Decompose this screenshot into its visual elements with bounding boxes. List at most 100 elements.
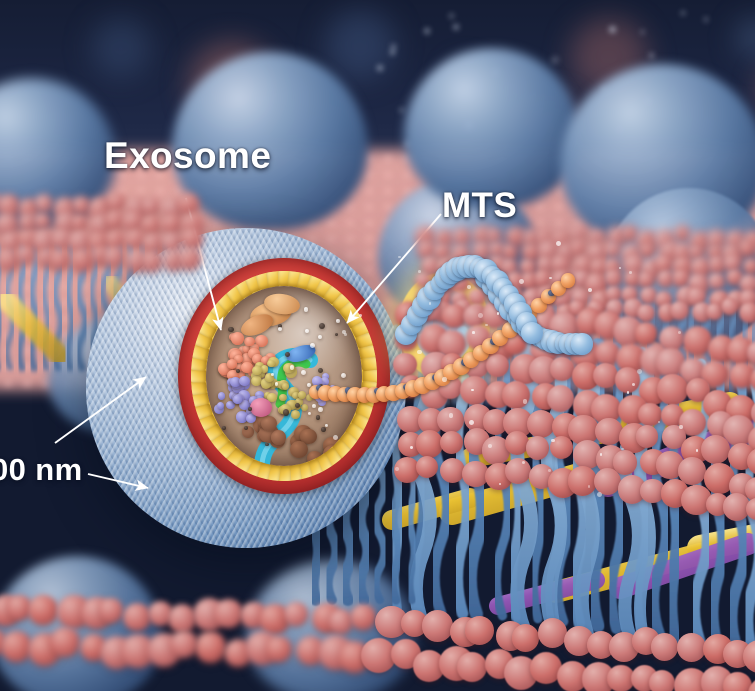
exosome-cargo-particle — [304, 328, 310, 334]
phospholipid-head — [595, 417, 623, 446]
exosome-cargo-particle — [285, 352, 291, 358]
phospholipid-head — [526, 410, 556, 439]
phospholipid-head — [350, 603, 377, 630]
exosome-yellow-head-ring — [191, 271, 377, 481]
exosome-cargo-particle — [318, 322, 326, 330]
phospholipid-head — [587, 242, 607, 263]
exosome-cargo-particle — [318, 406, 323, 412]
exosome-cargo-particle — [238, 399, 250, 410]
phospholipid-head — [141, 215, 162, 236]
phospholipid-head — [592, 362, 618, 389]
phospholipid-head — [688, 243, 705, 261]
phospholipid-head — [439, 458, 465, 484]
exosome-cargo-particle — [222, 425, 227, 430]
exosome-cargo-particle — [274, 382, 279, 386]
phospholipid-head — [593, 468, 621, 496]
phospholipid-head — [170, 630, 199, 659]
floating-particle — [551, 438, 555, 443]
phospholipid-head — [738, 238, 755, 257]
phospholipid-head — [471, 240, 491, 260]
phospholipid-head — [283, 601, 308, 627]
floating-particle — [626, 390, 630, 394]
phospholipid-head — [603, 268, 622, 287]
phospholipid-head — [672, 269, 690, 288]
phospholipid-head — [329, 609, 354, 634]
phospholipid-head — [750, 368, 755, 392]
exosome-cargo-particle — [236, 362, 246, 372]
exosome-cargo-particle — [218, 362, 231, 375]
exosome-cargo-particle — [290, 441, 309, 459]
phospholipid-head — [738, 274, 755, 295]
floating-particle — [478, 313, 484, 319]
phospholipid-head — [534, 269, 552, 287]
phospholipid-head — [722, 254, 742, 273]
exosome-cargo-particle — [295, 398, 304, 406]
exosome-cargo-particle — [216, 401, 225, 409]
floating-particle — [428, 302, 432, 305]
lipid-tail — [388, 465, 404, 605]
phospholipid-head — [6, 594, 33, 621]
floating-particle — [522, 399, 527, 404]
phospholipid-head — [588, 228, 605, 246]
phospholipid-head — [751, 399, 755, 427]
phospholipid-head — [167, 603, 197, 633]
exosome-lumen — [206, 286, 362, 466]
phospholipid-head — [638, 402, 663, 427]
exosome-cargo-particle — [252, 365, 263, 376]
exosome-cargo-particle — [248, 407, 252, 411]
exosome-cargo-particle — [271, 430, 287, 445]
phospholipid-head — [439, 430, 464, 454]
phospholipid-head — [465, 616, 495, 645]
floating-particle — [631, 382, 635, 386]
phospholipid-head — [49, 627, 80, 658]
floating-particle — [629, 270, 633, 274]
exosome-cargo-particle — [232, 395, 242, 404]
phospholipid-head — [605, 285, 622, 303]
phospholipid-head — [653, 254, 674, 274]
exosome-cargo-particle — [213, 403, 225, 414]
bokeh-spot — [324, 10, 395, 80]
exosome-cargo-particle — [321, 427, 326, 432]
exosome-cargo-particle — [300, 428, 317, 445]
exosome-cargo-particle — [282, 409, 289, 416]
floating-particle — [621, 448, 624, 451]
exosome-cargo-particle — [305, 393, 313, 401]
phospholipid-head — [67, 229, 92, 254]
exosome-cargo-particle — [236, 368, 241, 373]
floating-particle — [519, 279, 525, 285]
phospholipid-head — [462, 460, 490, 488]
phospholipid-head — [640, 478, 665, 504]
phospholipid-head — [637, 304, 656, 322]
phospholipid-head — [177, 246, 201, 270]
exosome-cargo-particle — [303, 307, 309, 312]
phospholipid-head — [213, 599, 243, 628]
phospholipid-head — [690, 257, 712, 279]
exosome-cargo-particle — [242, 345, 252, 354]
phospholipid-head — [723, 671, 752, 691]
phospholipid-head — [624, 270, 641, 287]
floating-particle — [418, 269, 422, 273]
phospholipid-head — [607, 664, 635, 691]
floating-particle — [636, 369, 642, 375]
phospholipid-head — [415, 455, 439, 479]
floating-particle — [618, 266, 622, 270]
phospholipid-head — [747, 425, 755, 456]
phospholipid-head — [361, 637, 397, 673]
phospholipid-head — [549, 435, 574, 459]
exosome-cargo-particle — [248, 347, 260, 360]
exosome-cargo-particle — [267, 393, 277, 403]
phospholipid-head — [746, 340, 755, 364]
phospholipid-head — [125, 228, 146, 249]
lipid-tail — [405, 465, 419, 605]
floating-particle — [695, 449, 699, 452]
phospholipid-head — [107, 193, 126, 212]
phospholipid-head — [648, 669, 676, 691]
exosome-cargo-particle — [283, 362, 295, 374]
phospholipid-head — [570, 224, 587, 242]
phospholipid-head — [1, 630, 32, 662]
floating-particle — [597, 491, 603, 497]
exosome-cargo-particle — [318, 398, 327, 407]
bokeh-speck — [449, 13, 455, 19]
phospholipid-head — [637, 271, 655, 289]
phospholipid-head — [748, 677, 755, 691]
